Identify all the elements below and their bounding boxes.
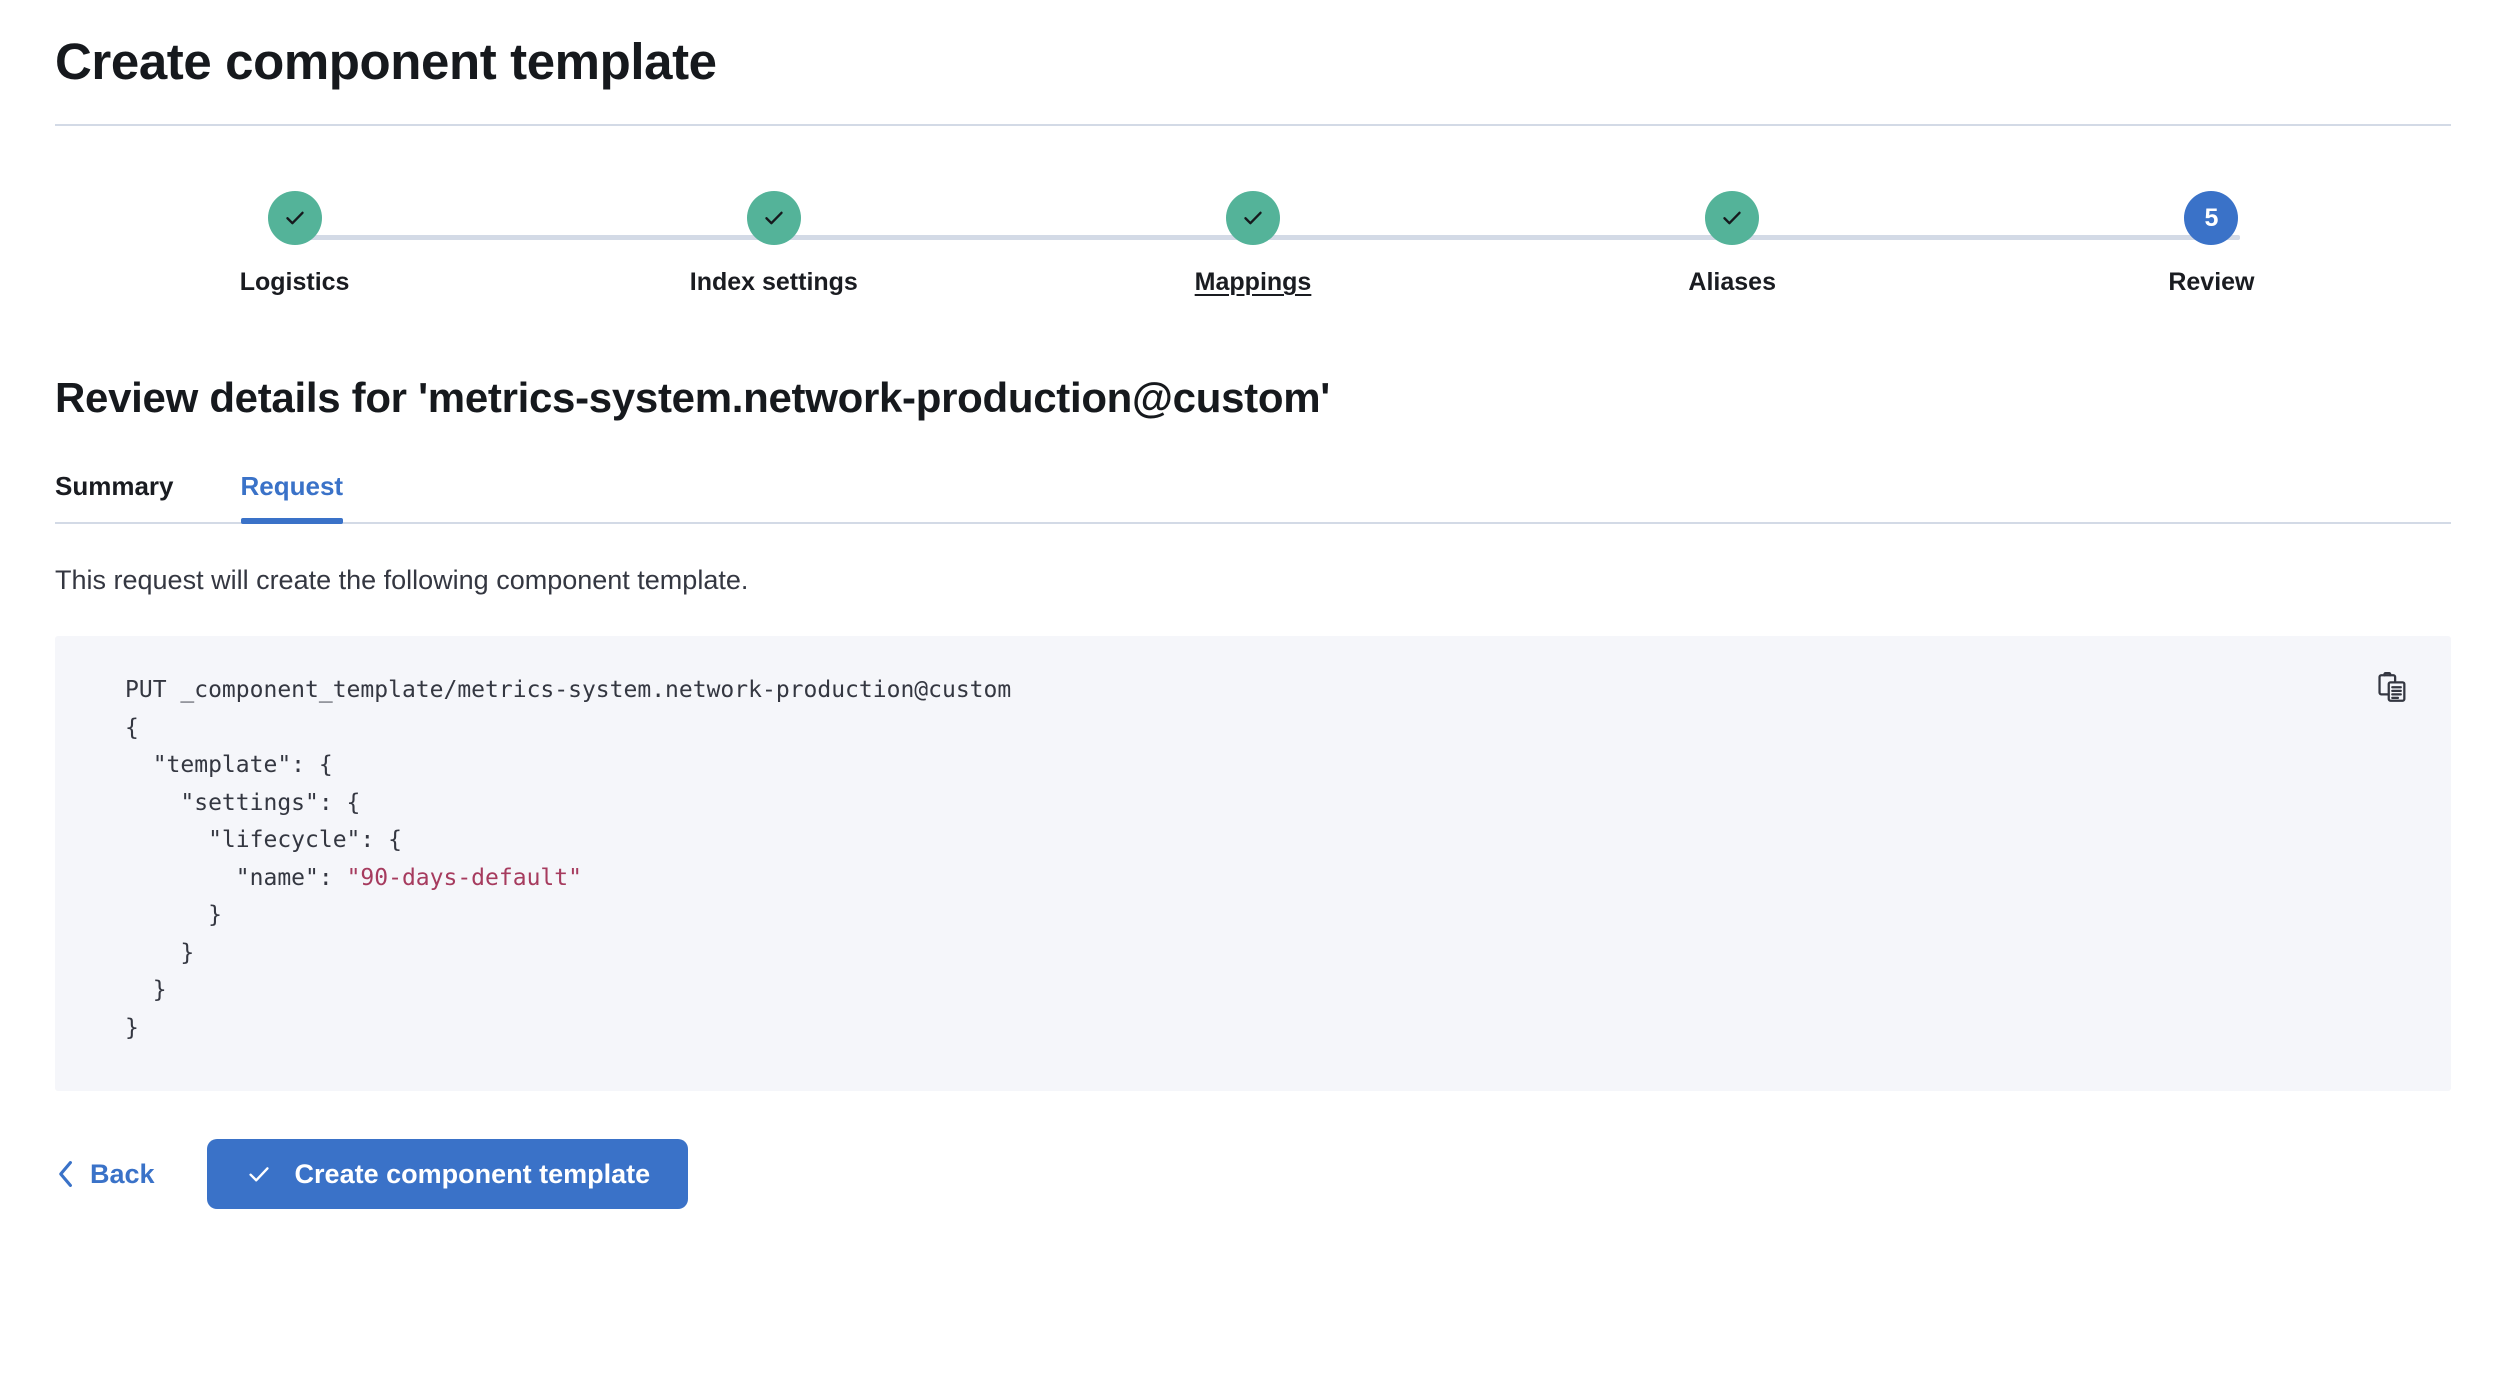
stepper-step-label: Mappings <box>1194 268 1312 296</box>
check-icon <box>245 1160 273 1188</box>
code-string-value: "90-days-default" <box>346 864 582 891</box>
page-title: Create component template <box>55 33 717 90</box>
step-number: 5 <box>2204 203 2219 232</box>
check-icon <box>1226 191 1280 245</box>
code-body-after: } } } } <box>125 902 222 1041</box>
stepper-step-label: Review <box>2168 268 2255 296</box>
back-button[interactable]: Back <box>55 1153 157 1196</box>
code-request-line: PUT _component_template/metrics-system.n… <box>125 677 1012 703</box>
check-icon <box>1705 191 1760 245</box>
tab-request[interactable]: Request <box>240 471 343 524</box>
create-component-template-button-label: Create component template <box>294 1159 651 1189</box>
request-code-block: PUT _component_template/metrics-system.n… <box>125 672 2381 1047</box>
create-component-template-button[interactable]: Create component template <box>206 1139 689 1209</box>
step-number-badge: 5 <box>2184 191 2239 245</box>
stepper-step-label: Logistics <box>239 268 350 296</box>
stepper-step-label: Index settings <box>689 268 858 296</box>
request-code-panel: PUT _component_template/metrics-system.n… <box>55 636 2451 1091</box>
stepper-step-aliases[interactable]: Aliases <box>1493 191 1972 297</box>
code-body-before: { "template": { "settings": { "lifecycle… <box>125 714 402 891</box>
wizard-actions: Back Create component template <box>55 1139 2451 1209</box>
stepper-step-mappings[interactable]: Mappings <box>1013 191 1492 297</box>
stepper-step-label: Aliases <box>1688 268 1776 296</box>
review-tabs: Summary Request <box>55 471 2451 524</box>
chevron-left-icon <box>57 1160 75 1188</box>
check-icon <box>746 191 801 245</box>
title-divider <box>55 124 2451 126</box>
back-button-label: Back <box>90 1158 155 1189</box>
stepper-step-logistics[interactable]: Logistics <box>55 191 534 297</box>
stepper-step-index-settings[interactable]: Index settings <box>534 191 1013 297</box>
check-icon <box>267 191 322 245</box>
tab-summary[interactable]: Summary <box>55 471 174 522</box>
copy-clipboard-icon[interactable] <box>2369 664 2417 712</box>
review-heading: Review details for 'metrics-system.netwo… <box>55 374 1330 421</box>
request-description: This request will create the following c… <box>55 565 749 595</box>
